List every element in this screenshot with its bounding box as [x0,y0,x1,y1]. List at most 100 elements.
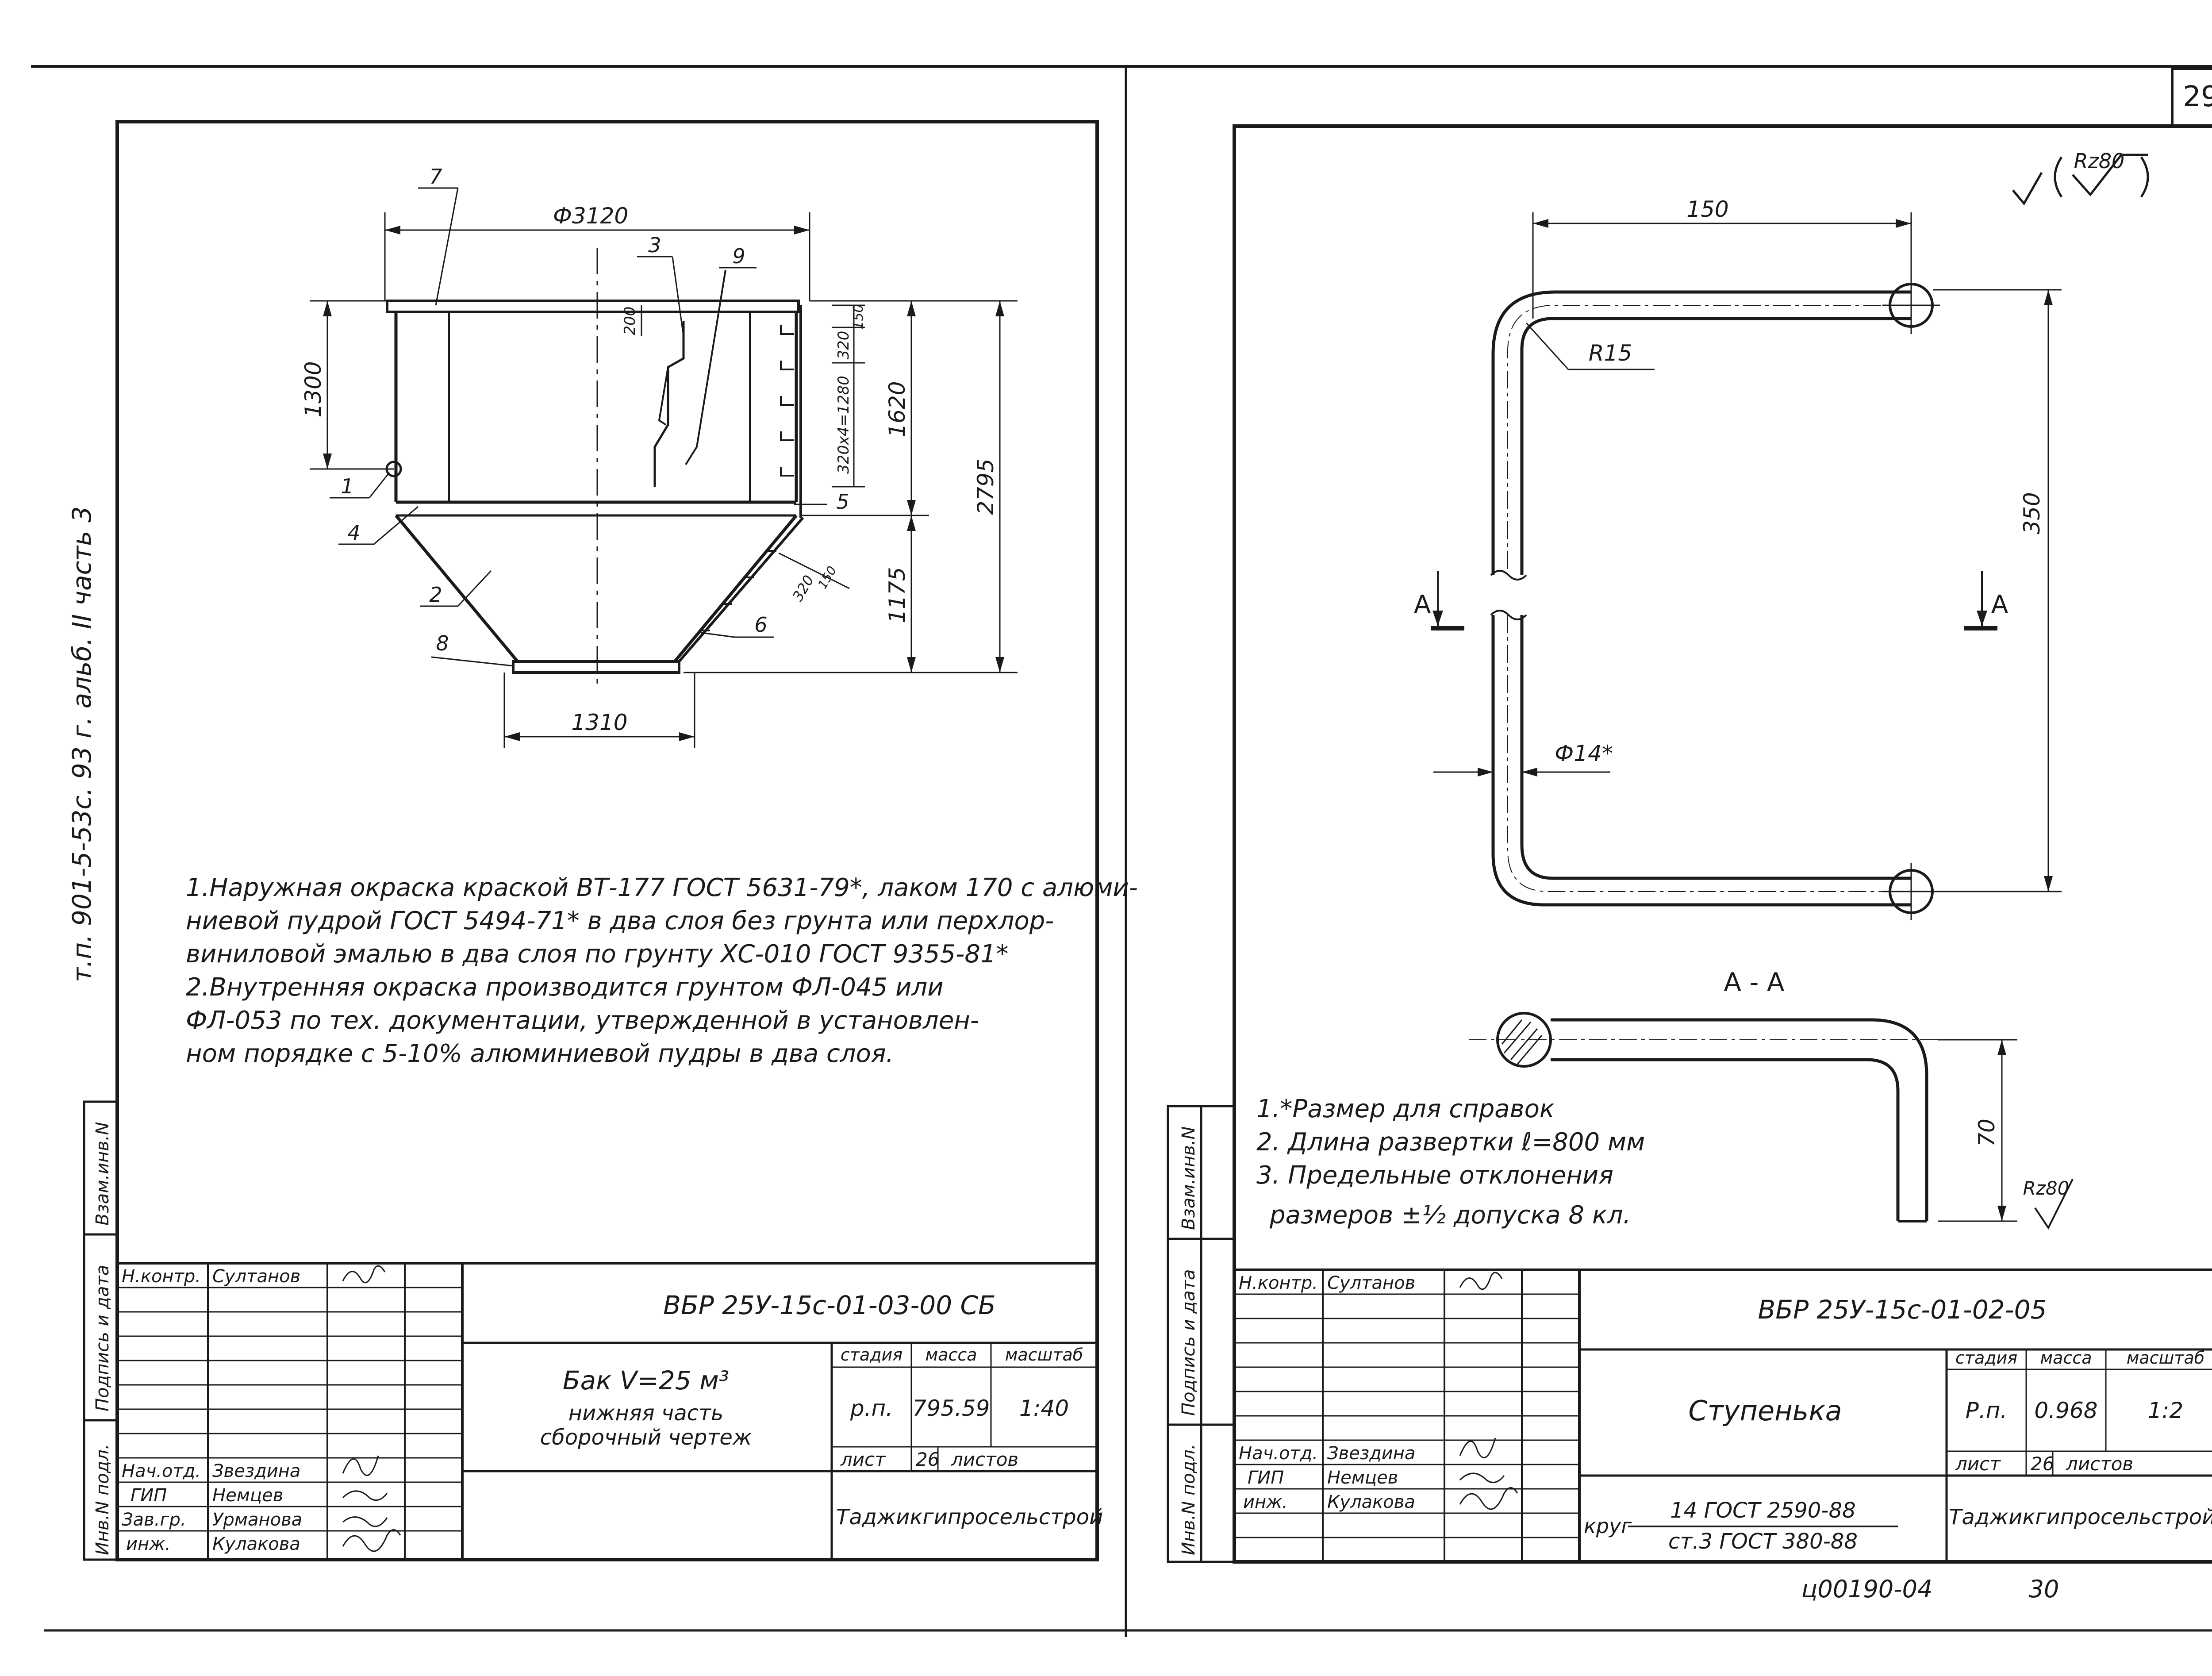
right-signatures [1459,1272,1518,1510]
right-role-inzh: инж. [1243,1492,1288,1512]
right-stage: Р.п. [1966,1398,2008,1423]
left-note-line-5: ФЛ-053 по тех. документации, утвержденно… [186,1006,979,1035]
dim-320-slope: 320 [789,573,817,604]
right-head-scale: масштаб [2127,1348,2204,1368]
section-title: А - А [1724,967,1784,997]
dim-150: 150 [1686,196,1728,222]
tank-callouts: 7 3 9 1 4 2 8 5 [330,165,849,667]
section-mark-right: А [1991,590,2008,619]
callout-6: 6 [754,613,767,637]
cone-right [673,514,798,663]
right-frame [1233,124,2212,1564]
left-note-line-4: 2.Внутренняя окраска производится грунто… [186,973,944,1002]
left-note-line-6: ном порядке с 5-10% алюминиевой пудры в … [186,1039,894,1068]
left-sheets-label: листов [951,1449,1018,1470]
right-margin-label-inv: Инв.N подл. [1179,1444,1199,1555]
right-name-nemtsev: Немцев [1327,1468,1398,1488]
dim-diameter-bottom: 1310 [571,710,627,735]
callout-7: 7 [429,165,442,188]
left-role-gip: ГИП [131,1485,167,1506]
left-org: Таджикгипросельстрой [836,1505,1103,1530]
right-scale: 1:2 [2148,1398,2183,1423]
dim-70: 70 [1974,1119,2000,1147]
right-margin-stamp: Инв.N подл. Подпись и дата Взам.инв.N [1167,1105,1236,1563]
callout-8: 8 [436,631,449,655]
roughness-symbol: Rz80 [2012,149,2149,206]
page-number-box: 29 [2171,67,2212,127]
callout-2: 2 [429,583,442,607]
right-sheet-label: лист [1955,1453,2001,1475]
section-mark-left: А [1414,590,1431,619]
material-top: 14 ГОСТ 2590-88 [1670,1498,1856,1523]
margin-label-inv: Инв.N подл. [92,1444,113,1555]
left-name-kulakova: Кулакова [212,1534,300,1554]
left-role-inzh: инж. [126,1534,171,1554]
callout-9: 9 [732,244,745,268]
right-note-line-2: 2. Длина развертки ℓ=800 мм [1256,1128,1645,1157]
dim-2795: 2795 [973,458,998,515]
dim-1620: 1620 [884,381,910,437]
dim-r15: R15 [1589,340,1632,366]
right-sheet: Инв.N подл. Подпись и дата Взам.инв.N Rz… [1167,124,2212,1603]
dim-diameter-top: Ф3120 [553,203,628,229]
dim-350: 350 [2019,492,2045,534]
dim-320-top: 320 [835,331,853,360]
material-bottom: ст.3 ГОСТ 380-88 [1668,1529,1858,1554]
left-stage: р.п. [850,1395,893,1421]
left-head-stage: стадия [841,1345,902,1365]
dim-diameter-14: Ф14* [1555,741,1613,766]
left-title-block: Н.контр. Султанов Нач.отд. Звездина ГИП … [117,1262,1103,1560]
left-scale: 1:40 [1019,1395,1069,1421]
left-name-sultanov: Султанов [212,1266,300,1287]
material-prefix: круг [1584,1514,1632,1538]
right-role-nachotd: Нач.отд. [1239,1443,1318,1464]
right-head-mass: масса [2040,1348,2092,1368]
right-title: Ступенька [1688,1395,1842,1427]
dim-150-slope: 150 [815,564,839,592]
roughness-small: Rz80 [2023,1177,2070,1199]
left-name-zvezdina: Звездина [212,1461,300,1481]
dim-150-top: 150 [851,304,866,329]
right-note-line-1: 1.*Размер для справок [1256,1095,1555,1123]
page-number: 29 [2183,81,2212,113]
right-doc-code: ВБР 25У-15с-01-02-05 [1758,1295,2047,1325]
left-title-line-2: нижняя часть [568,1401,724,1426]
right-sheet-no: 26 [2031,1453,2054,1475]
right-name-sultanov: Султанов [1327,1273,1415,1293]
left-name-nemtsev: Немцев [212,1485,283,1506]
right-title-block: Н.контр. Султанов Нач.отд. Звездина ГИП … [1234,1269,2212,1562]
left-note-line-1: 1.Наружная окраска краской ВТ-177 ГОСТ 5… [186,873,1138,902]
callout-1: 1 [341,474,353,498]
margin-label-vzam: Взам.инв.N [92,1122,113,1226]
bottom-flange [512,660,680,674]
step-dimensions: 150 R15 350 Ф14* А А [1414,196,2062,892]
callout-4: 4 [347,521,360,545]
left-note-line-2: ниевой пудрой ГОСТ 5494-71* в два слоя б… [186,907,1054,935]
right-role-nkontr: Н.контр. [1239,1273,1318,1293]
callout-5: 5 [836,490,849,514]
bottom-page: 30 [2029,1575,2059,1603]
left-sheet: т.п. 901-5-53с. 93 г. альб. II часть 3 И… [67,120,1138,1561]
left-signatures [342,1265,401,1552]
right-sheets-label: листов [2066,1453,2133,1475]
dim-1300: 1300 [300,361,326,417]
right-org: Таджикгипросельстрой [1949,1505,2212,1530]
bottom-code: ц00190-04 [1801,1575,1933,1603]
left-mass: 795.59 [913,1395,990,1421]
right-margin-label-sign: Подпись и дата [1179,1269,1199,1416]
right-head-stage: стадия [1955,1348,2017,1368]
left-margin-stamp: Инв.N подл. Подпись и дата Взам.инв.N [83,1100,119,1561]
left-head-mass: масса [925,1345,977,1365]
left-role-nachotd: Нач.отд. [122,1461,201,1481]
right-role-gip: ГИП [1248,1468,1284,1488]
left-title-line-1: Бак V=25 м³ [563,1365,729,1395]
roughness-label: Rz80 [2074,149,2125,173]
step-bracket [1490,277,1940,920]
left-sheet-label: лист [840,1449,886,1470]
left-sheet-no: 26 [916,1449,939,1470]
dim-320x4: 320x4=1280 [835,376,853,474]
right-notes: 1.*Размер для справок 2. Длина развертки… [1256,1095,1645,1230]
section-aa: А - А 70 Rz80 [1469,967,2074,1230]
